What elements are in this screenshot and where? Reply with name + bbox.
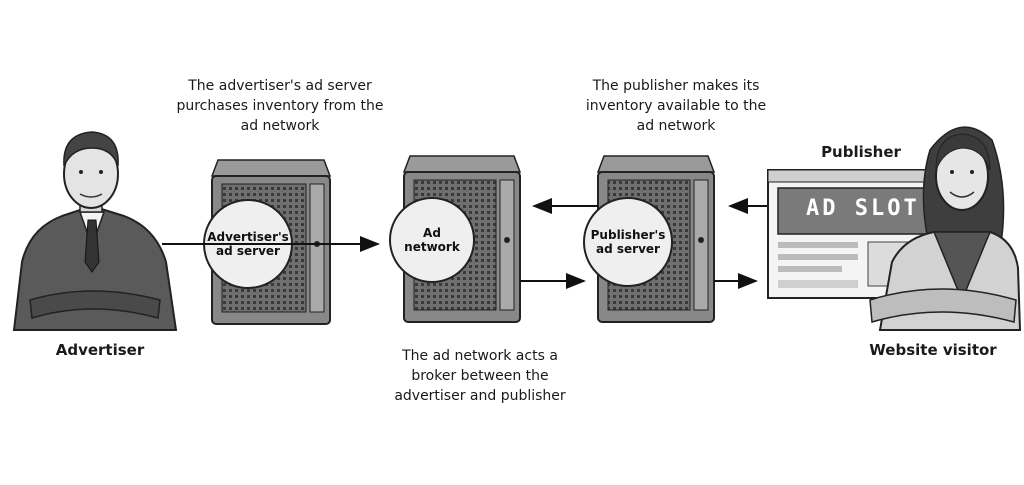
- ad-network-caption: The ad network acts a broker between the…: [360, 346, 600, 406]
- publisher-caption: The publisher makes its inventory availa…: [556, 76, 796, 136]
- caption-line: The publisher makes its: [592, 78, 760, 94]
- advertiser-figure: [12, 131, 178, 331]
- server-label-line: ad server: [596, 242, 660, 256]
- ad-slot-text: AD SLOT: [806, 196, 920, 221]
- publisher-server: [583, 155, 716, 323]
- publisher-label: Publisher: [821, 143, 901, 161]
- server-label-line: Publisher's: [590, 228, 666, 242]
- website-visitor-label: Website visitor: [869, 341, 997, 359]
- caption-line: advertiser and publisher: [394, 388, 566, 404]
- publisher-server-label: Publisher's ad server: [582, 228, 674, 256]
- caption-line: broker between the: [411, 368, 549, 384]
- server-label-line: Advertiser's: [207, 230, 289, 244]
- caption-line: The ad network acts a: [402, 348, 558, 364]
- caption-line: ad network: [240, 118, 320, 134]
- server-label-line: network: [404, 240, 460, 254]
- advertiser-server-caption: The advertiser's ad server purchases inv…: [160, 76, 400, 136]
- caption-line: inventory available to the: [585, 98, 767, 114]
- server-label-line: ad server: [216, 244, 280, 258]
- server-label-line: Ad: [423, 226, 441, 240]
- ad-slot-box: [777, 187, 935, 235]
- advertiser-server-label: Advertiser's ad server: [202, 230, 294, 258]
- advertiser-label: Advertiser: [55, 341, 145, 359]
- ad-network-label: Ad network: [390, 226, 474, 254]
- caption-line: The advertiser's ad server: [188, 78, 372, 94]
- caption-line: purchases inventory from the: [176, 98, 384, 114]
- website-visitor-figure: [869, 126, 1022, 331]
- ad-network-server: [389, 155, 522, 323]
- caption-line: ad network: [636, 118, 716, 134]
